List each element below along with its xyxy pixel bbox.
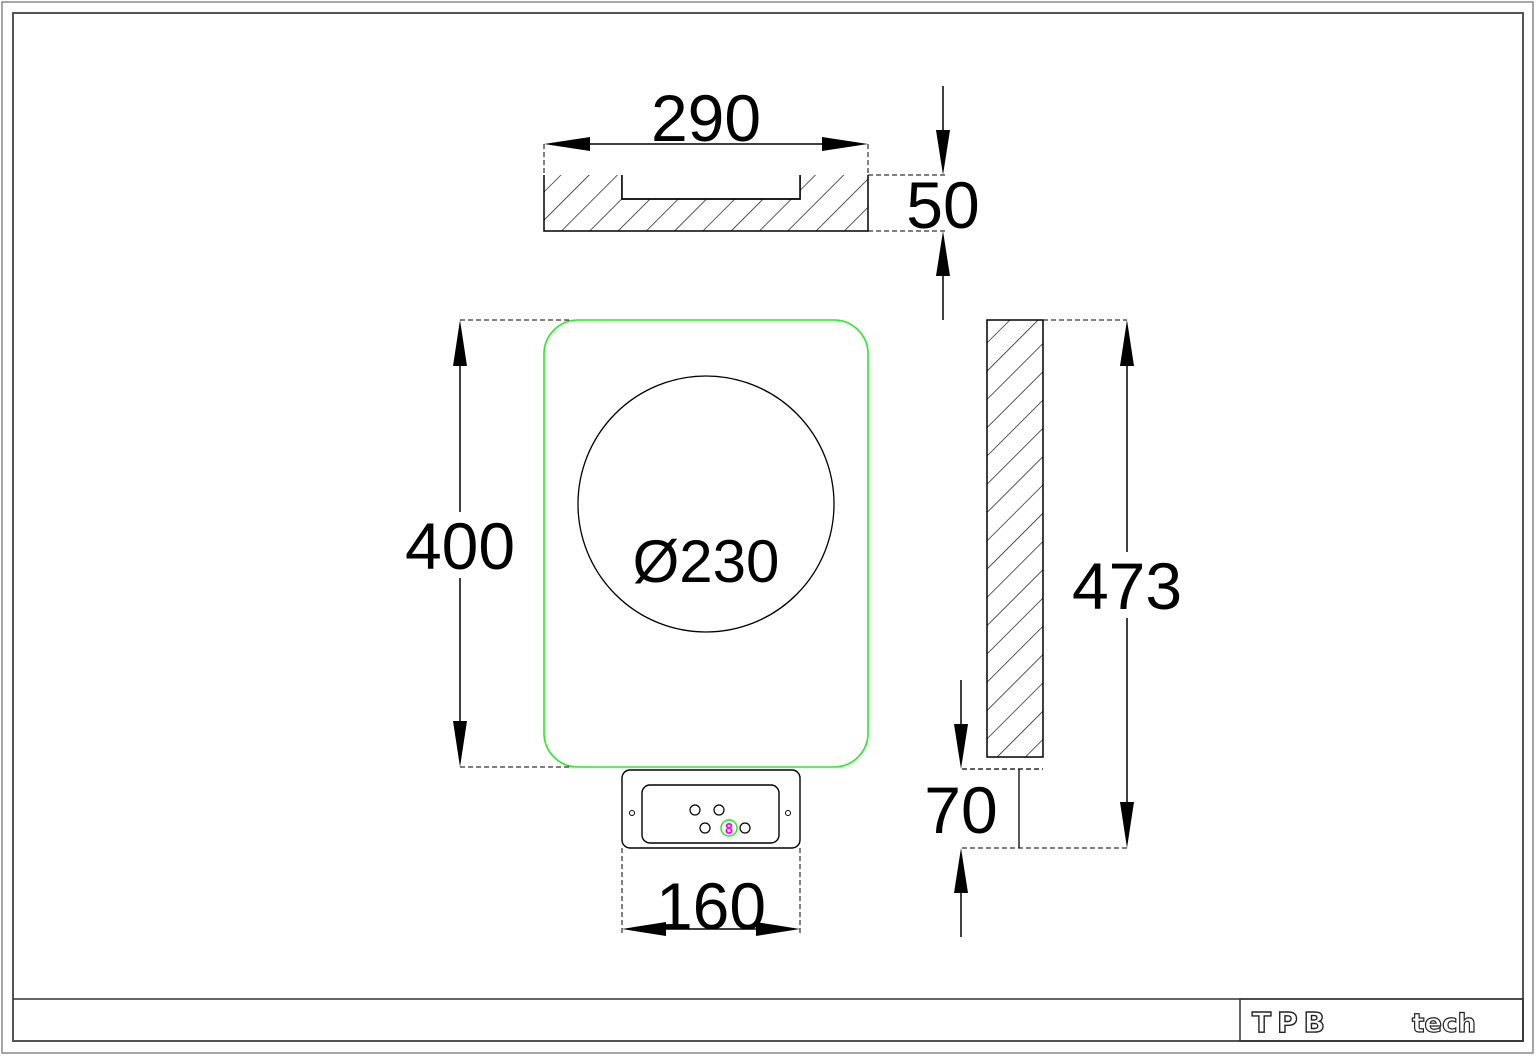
top-view-section [543, 86, 950, 320]
dimension-width-290: 290 [651, 81, 761, 155]
cooking-zone-circle [577, 375, 835, 633]
control-panel: 8 [621, 769, 801, 936]
display-ring [720, 819, 738, 837]
dimension-height-473: 473 [1072, 549, 1182, 623]
dimension-height-50: 50 [906, 168, 979, 242]
control-button-icon [689, 804, 701, 816]
control-button-icon [739, 822, 751, 834]
control-button-icon [699, 822, 711, 834]
svg-text:TPB: TPB [1252, 1006, 1331, 1039]
front-view [453, 319, 869, 768]
seven-segment-display: 8 [724, 820, 733, 838]
hob-outline [543, 319, 869, 768]
dimension-height-400: 400 [405, 509, 515, 583]
dimension-diameter-230: Ø230 [633, 528, 780, 595]
svg-text:tech: tech [1412, 1009, 1476, 1039]
side-view-section [954, 319, 1134, 937]
company-logo: TPB tech [1251, 1005, 1476, 1039]
control-button-icon [713, 804, 725, 816]
dimension-width-160: 160 [656, 869, 766, 943]
dimension-height-70: 70 [924, 773, 997, 847]
